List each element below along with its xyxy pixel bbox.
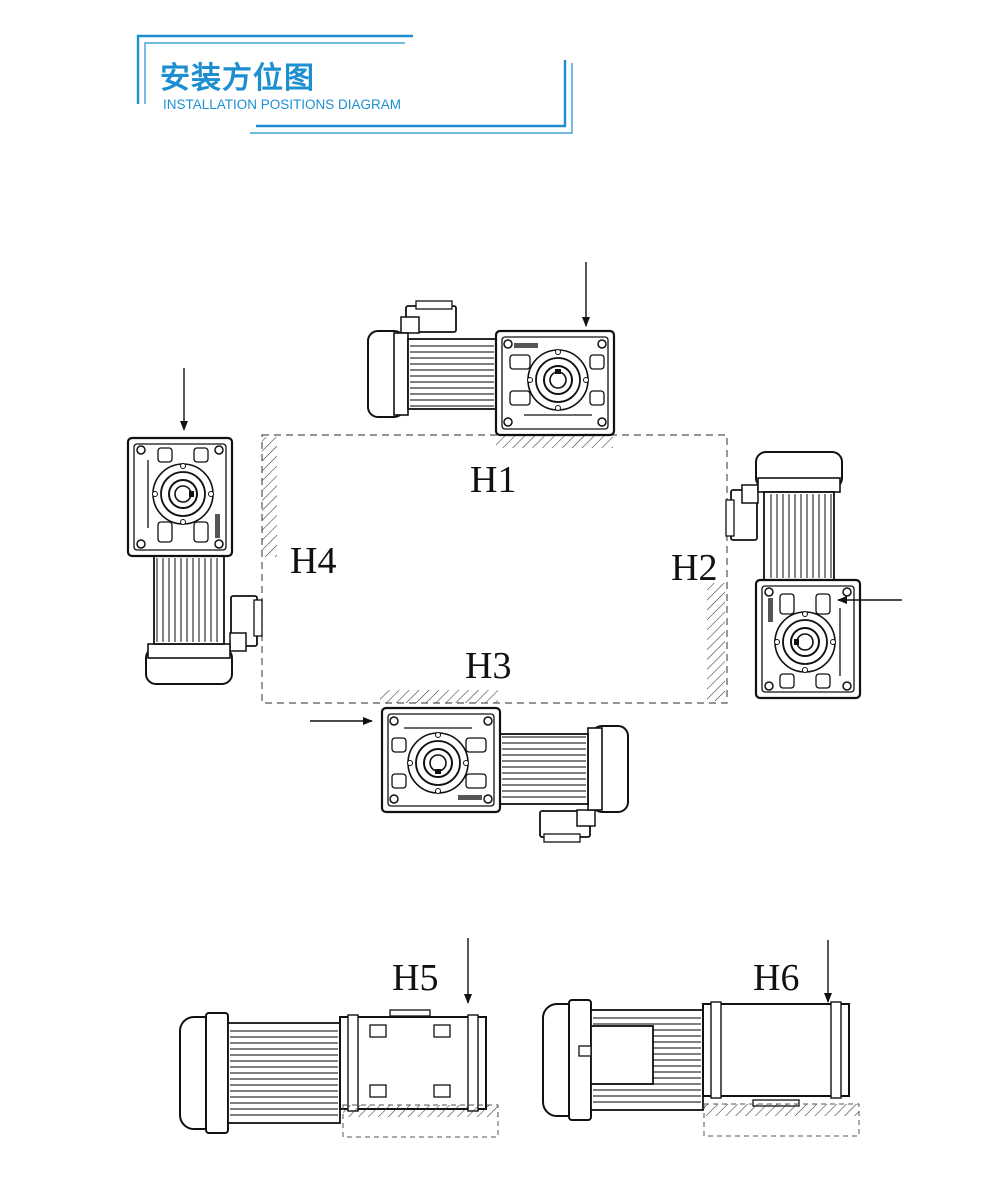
reference-frame bbox=[342, 1104, 499, 1138]
reference-frame bbox=[703, 1103, 860, 1137]
gearmotor-h4 bbox=[126, 436, 264, 686]
header-frame-lines bbox=[136, 34, 573, 134]
ground-hatch-icon bbox=[343, 1105, 498, 1117]
gearmotor-h6 bbox=[542, 999, 850, 1121]
label-h4: H4 bbox=[290, 540, 336, 582]
gearmotor-h3 bbox=[380, 706, 630, 844]
label-h1: H1 bbox=[470, 459, 516, 501]
label-h3: H3 bbox=[465, 645, 511, 687]
page-title: 安装方位图 bbox=[160, 61, 315, 96]
gearmotor-h2 bbox=[724, 450, 862, 700]
gearmotor-h5 bbox=[179, 1009, 487, 1134]
gearmotor-h1 bbox=[366, 299, 616, 437]
ground-hatch-icon bbox=[380, 690, 498, 703]
ground-hatch-icon bbox=[496, 435, 613, 448]
ground-hatch-icon bbox=[262, 437, 277, 557]
label-h6: H6 bbox=[753, 957, 799, 999]
label-h2: H2 bbox=[671, 547, 717, 589]
page-subtitle: INSTALLATION POSITIONS DIAGRAM bbox=[163, 97, 402, 112]
ground-hatch-icon bbox=[707, 583, 725, 701]
label-h5: H5 bbox=[392, 957, 438, 999]
ground-hatch-icon bbox=[704, 1104, 859, 1116]
